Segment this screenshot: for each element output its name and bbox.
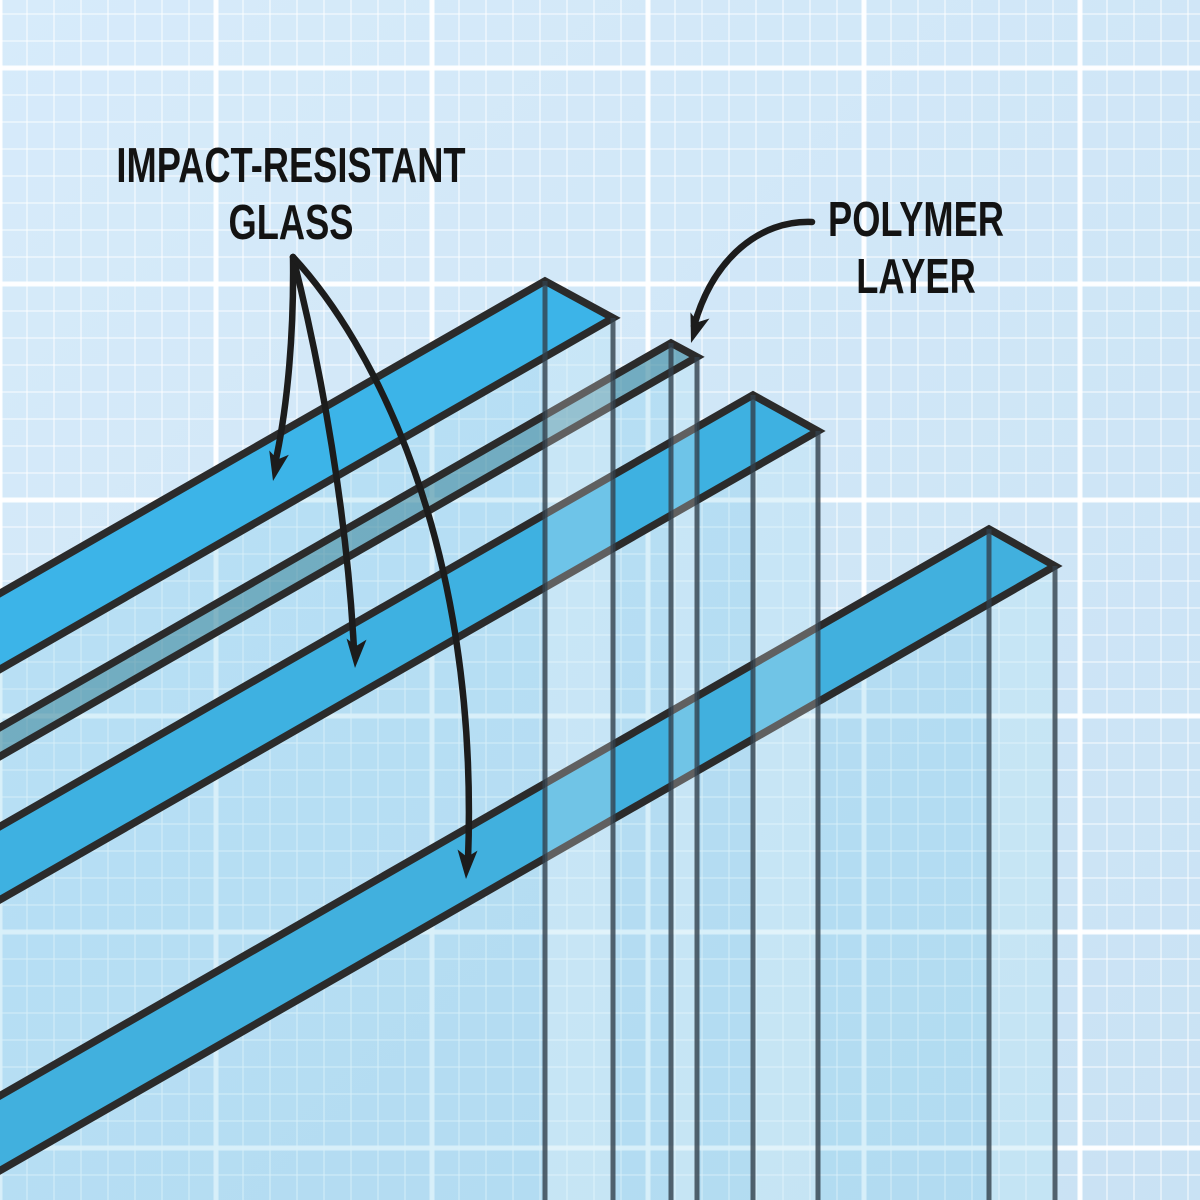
glass-arrow-1	[269, 253, 297, 481]
glass-label-line2: GLASS	[228, 195, 354, 250]
glass-label-line1: IMPACT-RESISTANT	[116, 139, 466, 193]
glass-arrow-3-line	[289, 253, 473, 864]
glass-arrow-1-head	[269, 450, 289, 481]
polymer-layer-end-face	[671, 357, 697, 1200]
glass-pane-2-end-face	[753, 431, 818, 1200]
glass-pane-1	[0, 276, 621, 1200]
glass-arrow-2-line	[289, 253, 358, 654]
glass-arrow-3-head	[457, 849, 478, 879]
glass-arrow-2	[289, 253, 367, 668]
impact-resistant-glass-label: IMPACT-RESISTANT GLASS	[99, 138, 484, 252]
glass-arrow-1-line	[271, 253, 297, 468]
glass-pane-1-top-face	[0, 276, 621, 674]
polymer-arrow-head	[690, 312, 710, 343]
glass-pane-3-top-face	[0, 524, 1063, 1175]
glass-pane-3-end-face	[989, 566, 1055, 1200]
polymer-arrow	[690, 218, 816, 343]
glass-pane-3	[0, 524, 1063, 1200]
glass-arrow-3	[289, 253, 478, 879]
polymer-layer-label: POLYMER LAYER	[724, 192, 1109, 306]
glass-pane-1-end-face	[545, 318, 613, 1200]
polymer-label-line1: POLYMER	[828, 193, 1004, 247]
polymer-label-line2: LAYER	[856, 249, 976, 304]
glass-arrow-2-head	[346, 638, 367, 668]
polymer-arrow-line	[690, 218, 816, 330]
